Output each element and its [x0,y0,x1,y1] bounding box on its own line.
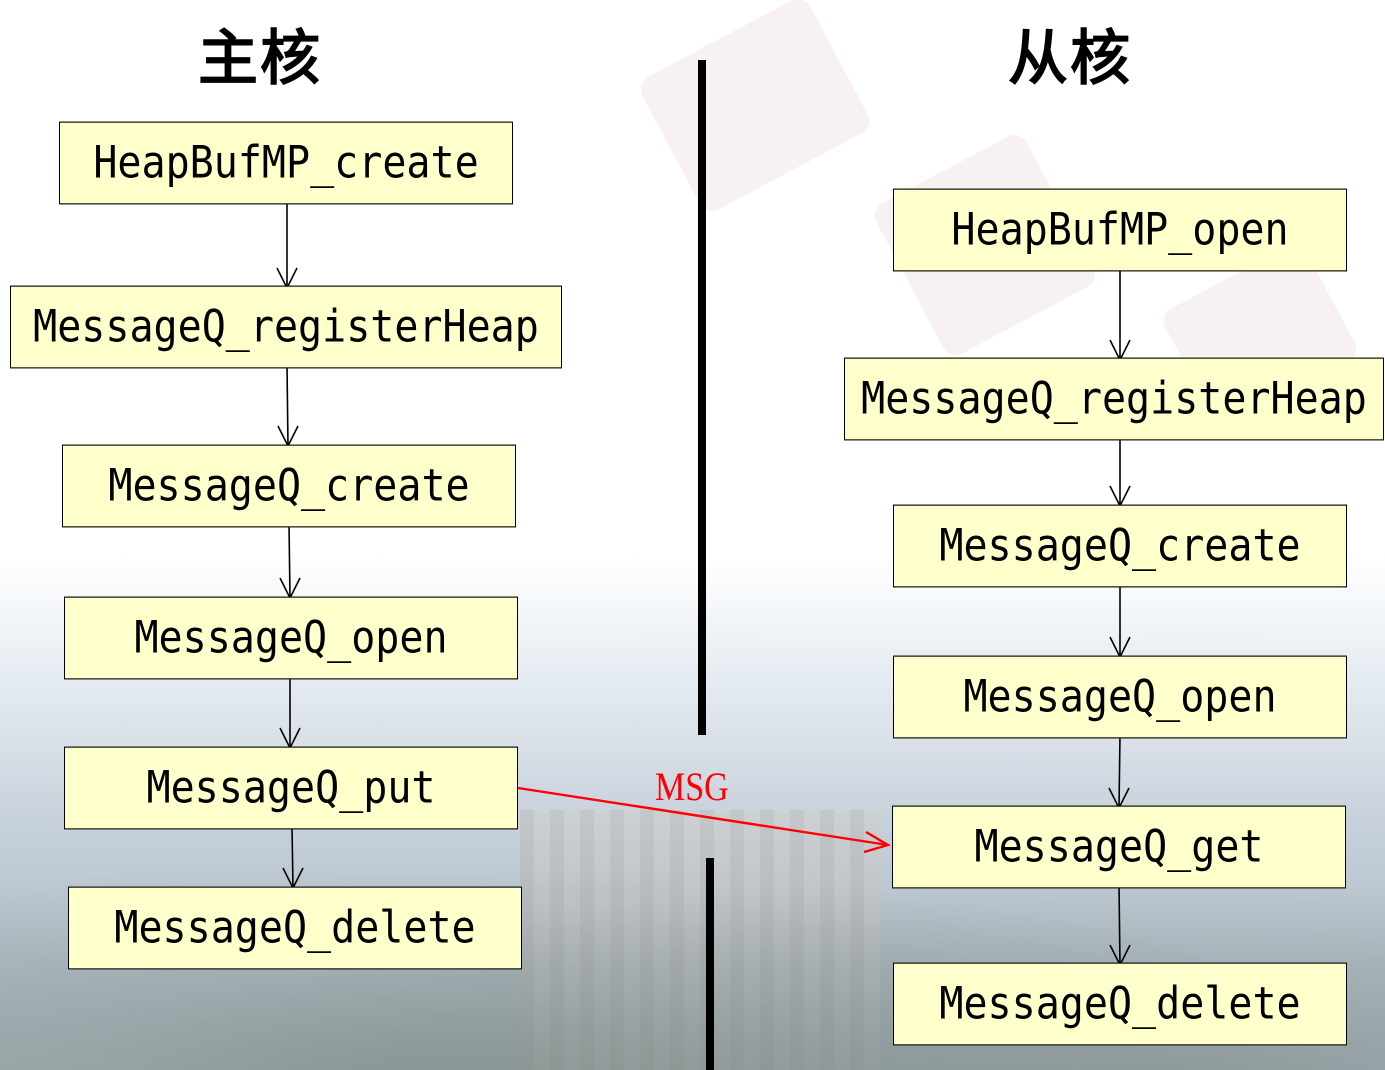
left-arrow-5 [291,825,294,889]
left-box-heapbufmp-create: HeapBufMP_create [59,121,513,205]
left-box-messageq-create: MessageQ_create [62,444,516,528]
right-box-messageq-open: MessageQ_open [893,655,1347,739]
left-core-title: 主核 [198,24,322,94]
left-box-messageq-put: MessageQ_put [64,746,518,830]
right-core-title: 从核 [1008,24,1132,94]
center-divider-bottom [706,858,714,1070]
right-box-heapbufmp-open: HeapBufMP_open [893,188,1347,272]
right-arrow-4 [1118,734,1121,809]
right-arrow-5 [1118,884,1121,966]
left-arrow-2 [286,364,289,447]
left-box-messageq-open: MessageQ_open [64,596,518,680]
center-divider-top [698,60,706,735]
msg-arrow [517,786,889,847]
right-box-messageq-registerheap: MessageQ_registerHeap [844,357,1384,441]
background-building [520,810,880,1070]
left-arrow-3 [288,522,291,599]
right-box-messageq-delete: MessageQ_delete [893,962,1347,1046]
right-box-messageq-create: MessageQ_create [893,504,1347,588]
right-box-messageq-get: MessageQ_get [892,805,1346,889]
msg-label: MSG [655,764,729,809]
left-box-messageq-delete: MessageQ_delete [68,886,522,970]
left-box-messageq-registerheap: MessageQ_registerHeap [10,285,562,369]
